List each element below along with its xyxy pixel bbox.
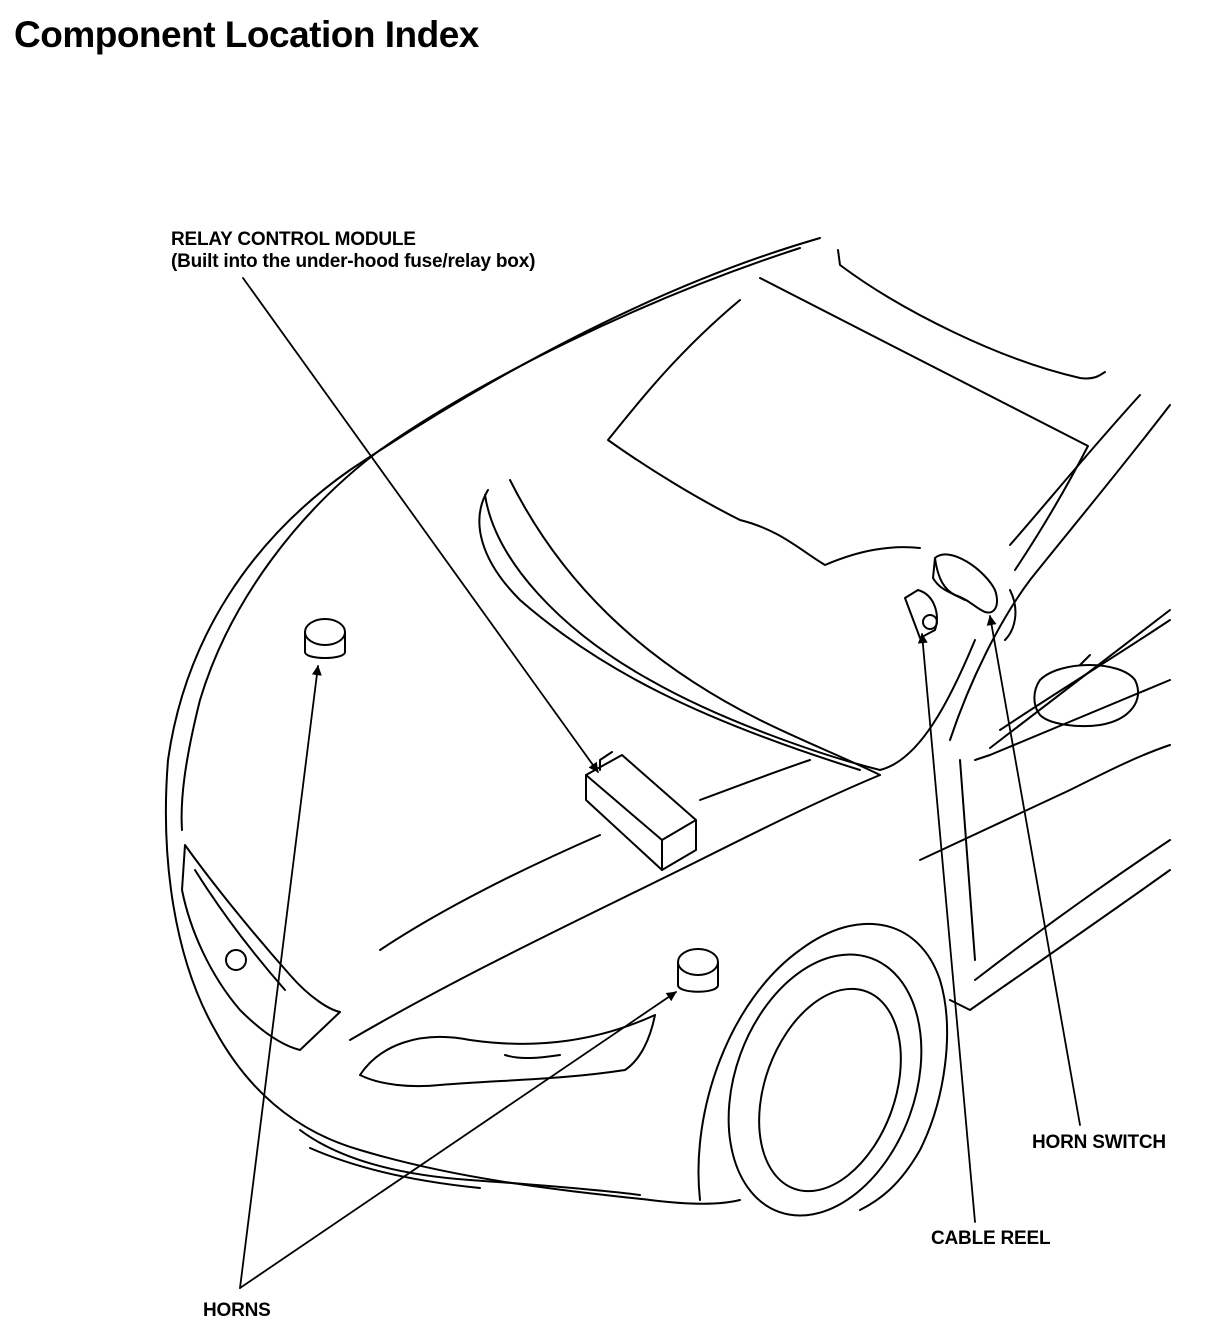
side-body-line bbox=[974, 839, 1171, 981]
windshield-frame bbox=[759, 277, 1089, 571]
horn-left-icon bbox=[304, 618, 346, 659]
horn-switch-leader-line bbox=[986, 615, 1081, 1126]
horn-switch-label: HORN SWITCH bbox=[1032, 1132, 1166, 1153]
a-pillar bbox=[949, 404, 1171, 741]
horn-switch-icon bbox=[932, 553, 1017, 641]
leader-lines bbox=[239, 277, 1081, 1289]
front-door-edge-2 bbox=[974, 679, 1171, 761]
fender-line bbox=[349, 774, 881, 1041]
front-grille bbox=[181, 844, 341, 1051]
cable-reel-leader-line bbox=[917, 633, 976, 1223]
relay-control-module-name: RELAY CONTROL MODULE bbox=[171, 229, 416, 250]
horn-right-icon bbox=[677, 948, 719, 993]
relay-leader-line bbox=[242, 277, 599, 773]
fender-crease bbox=[919, 744, 1171, 861]
front-bumper bbox=[299, 1129, 641, 1196]
side-mirror bbox=[1033, 654, 1140, 728]
relay-control-module-label: RELAY CONTROL MODULE (Built into the und… bbox=[171, 229, 535, 273]
relay-control-module-note: (Built into the under-hood fuse/relay bo… bbox=[171, 251, 536, 272]
side-body-line-2 bbox=[949, 869, 1171, 1011]
a-pillar-inner bbox=[1009, 394, 1141, 546]
cable-reel-icon bbox=[904, 589, 938, 639]
horn-right-leader-line bbox=[239, 991, 677, 1289]
hood-front-edge bbox=[164, 237, 821, 1205]
page-title: Component Location Index bbox=[14, 14, 479, 55]
roof-outline bbox=[837, 249, 1106, 380]
horns-label: HORNS bbox=[203, 1300, 271, 1321]
horn-left-leader-line bbox=[239, 665, 322, 1289]
front-wheel bbox=[697, 922, 948, 1217]
door-window-line-2 bbox=[999, 619, 1171, 731]
hood-rear-edge-2 bbox=[484, 494, 976, 771]
cowl-panel bbox=[478, 489, 861, 771]
front-door-edge bbox=[959, 759, 976, 961]
hood-surface-line bbox=[699, 759, 811, 801]
relay-control-module-icon bbox=[585, 751, 697, 871]
hood-crease-left bbox=[180, 247, 801, 831]
headlight bbox=[359, 1014, 656, 1088]
car-body-outline bbox=[164, 237, 1171, 1205]
windshield-inner bbox=[607, 299, 921, 566]
cable-reel-label: CABLE REEL bbox=[931, 1228, 1051, 1249]
hood-surface-line-2 bbox=[379, 834, 601, 951]
hood-rear-edge bbox=[509, 479, 881, 776]
